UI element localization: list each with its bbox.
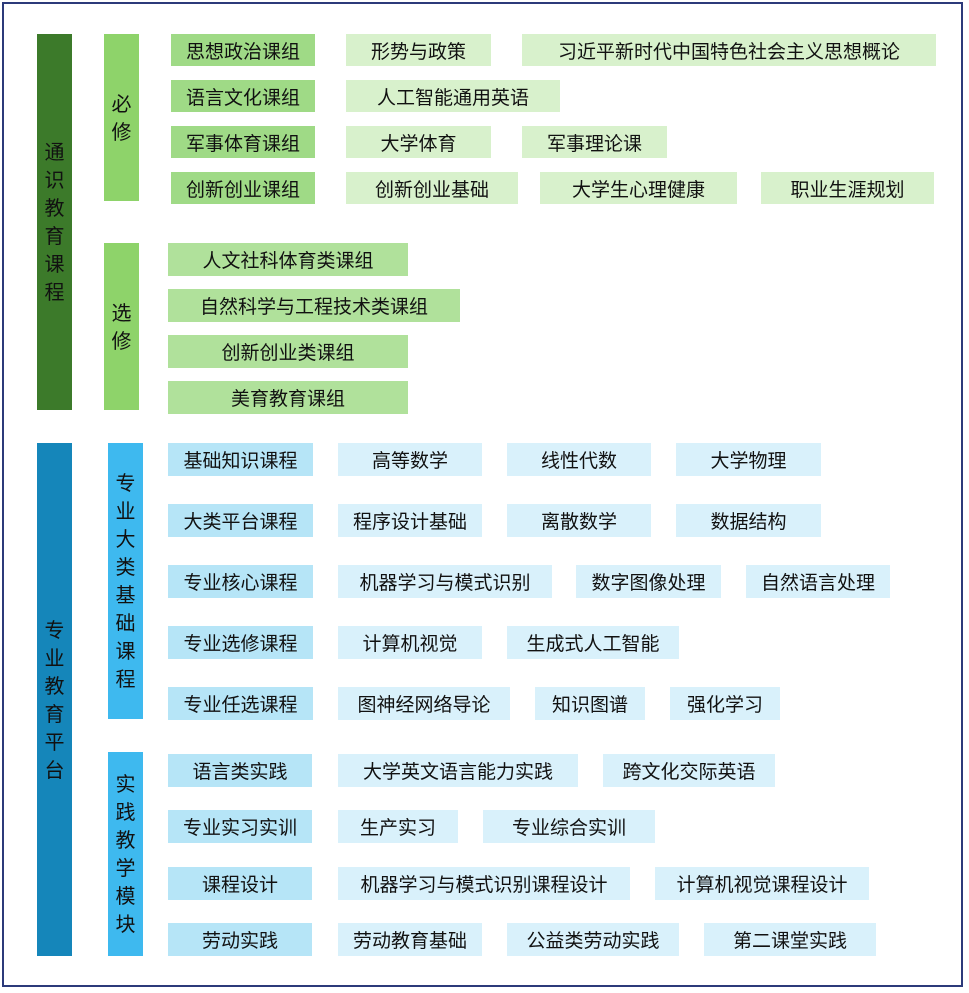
course-box: 劳动教育基础 xyxy=(338,923,482,956)
course-box: 计算机视觉课程设计 xyxy=(655,867,869,900)
elective-box: 人文社科体育类课组 xyxy=(168,243,408,276)
label-char: 必 xyxy=(111,91,132,116)
label-char: 础 xyxy=(115,611,136,635)
course-box: 跨文化交际英语 xyxy=(603,754,775,787)
course-box: 大学英文语言能力实践 xyxy=(338,754,578,787)
course-box: 机器学习与模式识别 xyxy=(338,565,552,598)
course-box: 创新创业基础 xyxy=(346,172,518,204)
title-char: 教 xyxy=(44,196,65,220)
course-box: 军事理论课 xyxy=(522,126,667,158)
category-box: 语言文化课组 xyxy=(171,80,315,112)
label-char: 业 xyxy=(115,499,136,523)
label-char: 课 xyxy=(115,639,136,663)
course-box: 强化学习 xyxy=(670,687,780,720)
elective-box: 创新创业类课组 xyxy=(168,335,408,368)
category-box: 专业选修课程 xyxy=(168,626,313,659)
title-char: 育 xyxy=(44,701,65,726)
professional-education-title: 专 业 教 育 平 台 xyxy=(37,443,72,956)
course-box: 自然语言处理 xyxy=(746,565,890,598)
title-char: 台 xyxy=(44,757,65,782)
course-box: 生成式人工智能 xyxy=(507,626,679,659)
course-box: 第二课堂实践 xyxy=(704,923,876,956)
course-box: 程序设计基础 xyxy=(338,504,482,537)
label-char: 修 xyxy=(111,328,132,353)
title-char: 育 xyxy=(44,224,65,248)
course-box: 习近平新时代中国特色社会主义思想概论 xyxy=(522,34,936,66)
category-box: 基础知识课程 xyxy=(168,443,313,476)
category-box: 创新创业课组 xyxy=(171,172,315,204)
category-box: 语言类实践 xyxy=(168,754,312,787)
label-char: 践 xyxy=(115,800,136,824)
category-box: 课程设计 xyxy=(168,867,312,900)
category-box: 专业实习实训 xyxy=(168,810,312,843)
label-char: 基 xyxy=(115,583,136,607)
course-box: 大学体育 xyxy=(346,126,491,158)
course-box: 计算机视觉 xyxy=(338,626,482,659)
course-box: 图神经网络导论 xyxy=(338,687,510,720)
elective-box: 自然科学与工程技术类课组 xyxy=(168,289,460,322)
label-char: 类 xyxy=(115,555,136,579)
course-box: 人工智能通用英语 xyxy=(346,80,560,112)
elective-label: 选 修 xyxy=(104,243,139,410)
label-char: 模 xyxy=(115,884,136,908)
label-char: 选 xyxy=(111,300,132,325)
course-box: 职业生涯规划 xyxy=(761,172,934,204)
category-box: 专业任选课程 xyxy=(168,687,313,720)
category-box: 军事体育课组 xyxy=(171,126,315,158)
title-char: 业 xyxy=(44,645,65,670)
title-char: 教 xyxy=(44,673,65,698)
label-char: 实 xyxy=(115,772,136,796)
foundation-label: 专 业 大 类 基 础 课 程 xyxy=(108,443,143,719)
label-char: 程 xyxy=(115,667,136,691)
elective-box: 美育教育课组 xyxy=(168,381,408,414)
label-char: 块 xyxy=(115,912,136,936)
title-char: 专 xyxy=(44,617,65,642)
course-box: 机器学习与模式识别课程设计 xyxy=(338,867,630,900)
practice-label: 实 践 教 学 模 块 xyxy=(108,752,143,956)
title-char: 识 xyxy=(44,168,65,192)
course-box: 数据结构 xyxy=(676,504,821,537)
label-char: 专 xyxy=(115,471,136,495)
course-box: 生产实习 xyxy=(338,810,458,843)
category-box: 专业核心课程 xyxy=(168,565,313,598)
course-box: 大学生心理健康 xyxy=(540,172,737,204)
course-box: 离散数学 xyxy=(507,504,651,537)
category-box: 思想政治课组 xyxy=(171,34,315,66)
course-box: 高等数学 xyxy=(338,443,482,476)
label-char: 学 xyxy=(115,856,136,880)
label-char: 大 xyxy=(115,527,136,551)
course-box: 公益类劳动实践 xyxy=(507,923,679,956)
category-box: 大类平台课程 xyxy=(168,504,313,537)
course-box: 专业综合实训 xyxy=(483,810,655,843)
course-box: 形势与政策 xyxy=(346,34,491,66)
course-box: 大学物理 xyxy=(676,443,821,476)
title-char: 平 xyxy=(44,729,65,754)
label-char: 教 xyxy=(115,828,136,852)
title-char: 课 xyxy=(44,252,65,276)
label-char: 修 xyxy=(111,119,132,144)
general-education-title: 通 识 教 育 课 程 xyxy=(37,34,72,410)
title-char: 通 xyxy=(44,140,65,164)
category-box: 劳动实践 xyxy=(168,923,312,956)
title-char: 程 xyxy=(44,280,65,304)
course-box: 线性代数 xyxy=(507,443,651,476)
course-box: 数字图像处理 xyxy=(576,565,721,598)
required-label: 必 修 xyxy=(104,34,139,201)
course-box: 知识图谱 xyxy=(535,687,645,720)
